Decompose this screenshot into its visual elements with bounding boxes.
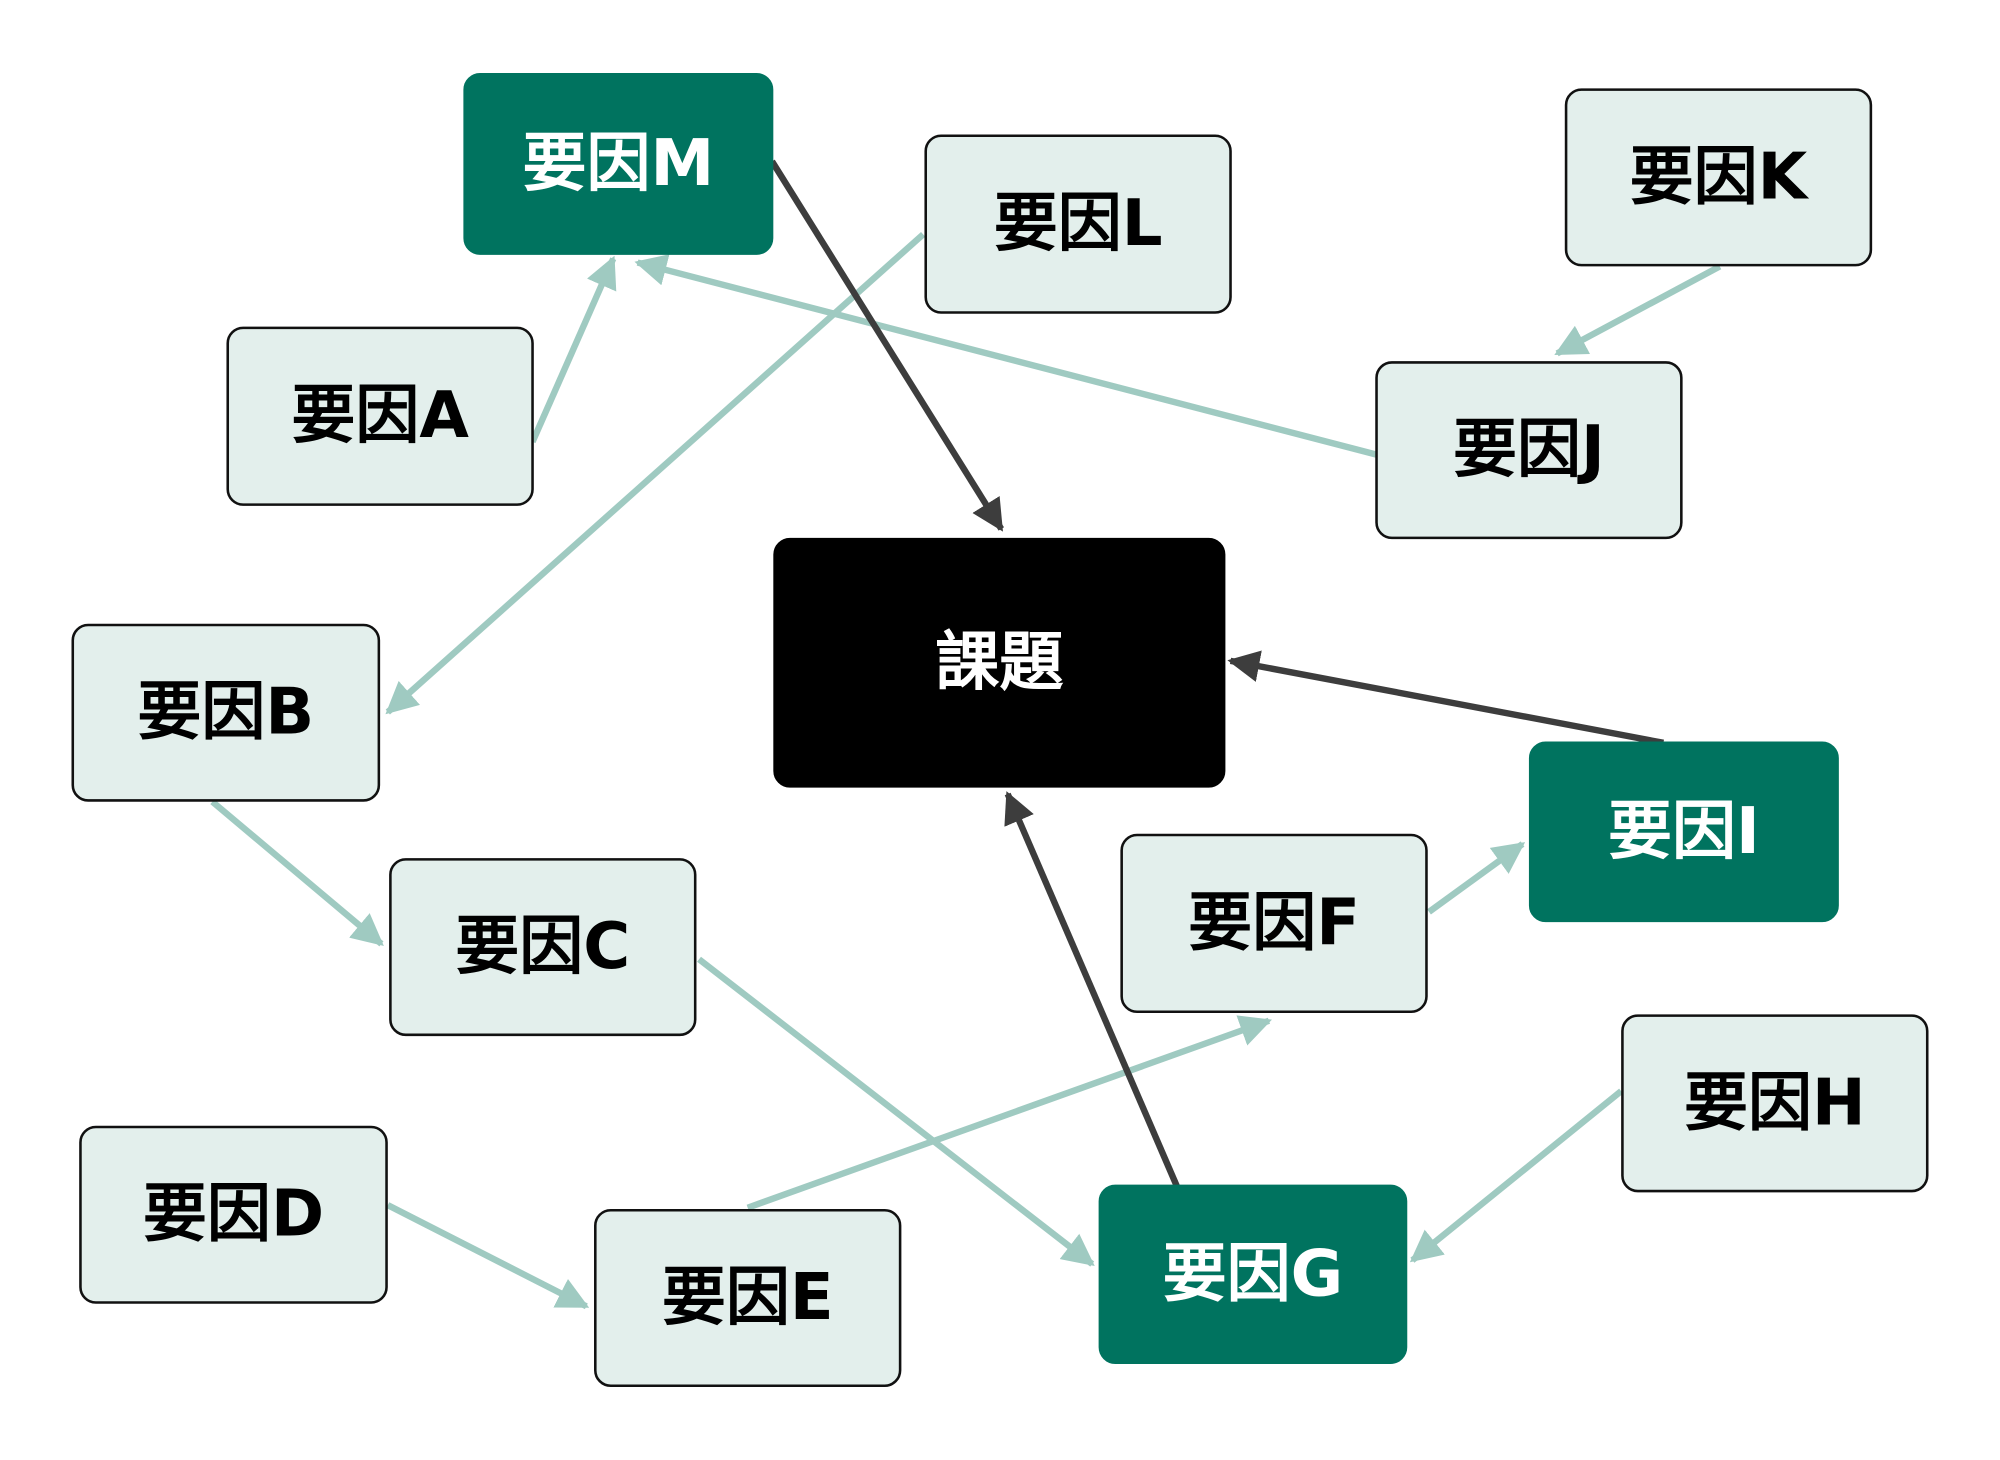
- arrow-l-to-b: [385, 231, 926, 715]
- node-label: 要因K: [1630, 140, 1810, 214]
- node-box: [1120, 833, 1428, 1014]
- node-label: 要因M: [522, 127, 714, 201]
- node-label: 要因F: [1188, 886, 1360, 960]
- factor-node-l: 要因L: [924, 134, 1232, 314]
- node-box: [1564, 88, 1873, 267]
- factor-node-i: 要因I: [1528, 741, 1839, 923]
- arrow-f-to-i: [1427, 841, 1526, 915]
- node-box: [79, 1125, 388, 1304]
- factor-node-j: 要因J: [1375, 361, 1683, 540]
- factor-node-a: 要因A: [226, 326, 534, 506]
- node-label: 要因H: [1684, 1066, 1866, 1140]
- node-label: 要因E: [662, 1261, 834, 1335]
- node-box: [1375, 361, 1683, 540]
- node-box: [594, 1208, 902, 1387]
- node-box: [226, 326, 534, 506]
- node-label: 要因A: [291, 379, 469, 453]
- node-box: [773, 537, 1226, 788]
- node-label: 要因I: [1608, 795, 1760, 869]
- arrow-c-to-g: [697, 956, 1095, 1267]
- arrow-e-to-f: [746, 1015, 1272, 1211]
- factor-node-c: 要因C: [389, 858, 697, 1037]
- arrow-m-to-issue: [769, 159, 1004, 532]
- arrow-d-to-e: [386, 1202, 590, 1310]
- arrow-g-to-issue: [1004, 791, 1180, 1188]
- arrow-i-to-issue: [1227, 650, 1664, 746]
- node-label: 要因G: [1163, 1237, 1344, 1311]
- factor-node-d: 要因D: [79, 1125, 388, 1304]
- factor-node-g: 要因G: [1098, 1184, 1408, 1364]
- node-label: 課題: [935, 626, 1063, 700]
- arrow-a-to-m: [529, 255, 617, 444]
- factor-node-b: 要因B: [71, 623, 381, 802]
- node-box: [71, 623, 381, 802]
- node-label: 要因L: [994, 187, 1163, 261]
- node-box: [924, 134, 1232, 314]
- node-box: [463, 73, 774, 255]
- arrow-h-to-g: [1409, 1088, 1624, 1263]
- arrow-k-to-j: [1554, 263, 1722, 357]
- node-box: [1528, 741, 1839, 923]
- node-box: [1098, 1184, 1408, 1364]
- arrow-b-to-c: [210, 799, 384, 947]
- issue-node: 課題: [773, 537, 1226, 788]
- factor-node-e: 要因E: [594, 1208, 902, 1387]
- node-label: 要因B: [137, 676, 314, 750]
- arrow-j-to-m: [634, 254, 1378, 458]
- factor-node-m: 要因M: [463, 73, 774, 255]
- factor-node-h: 要因H: [1621, 1014, 1929, 1193]
- node-label: 要因C: [455, 910, 630, 984]
- node-box: [1621, 1014, 1929, 1193]
- node-label: 要因D: [143, 1178, 324, 1252]
- factor-node-k: 要因K: [1564, 88, 1873, 267]
- factor-node-f: 要因F: [1120, 833, 1428, 1014]
- node-label: 要因J: [1453, 413, 1605, 487]
- node-box: [389, 858, 697, 1037]
